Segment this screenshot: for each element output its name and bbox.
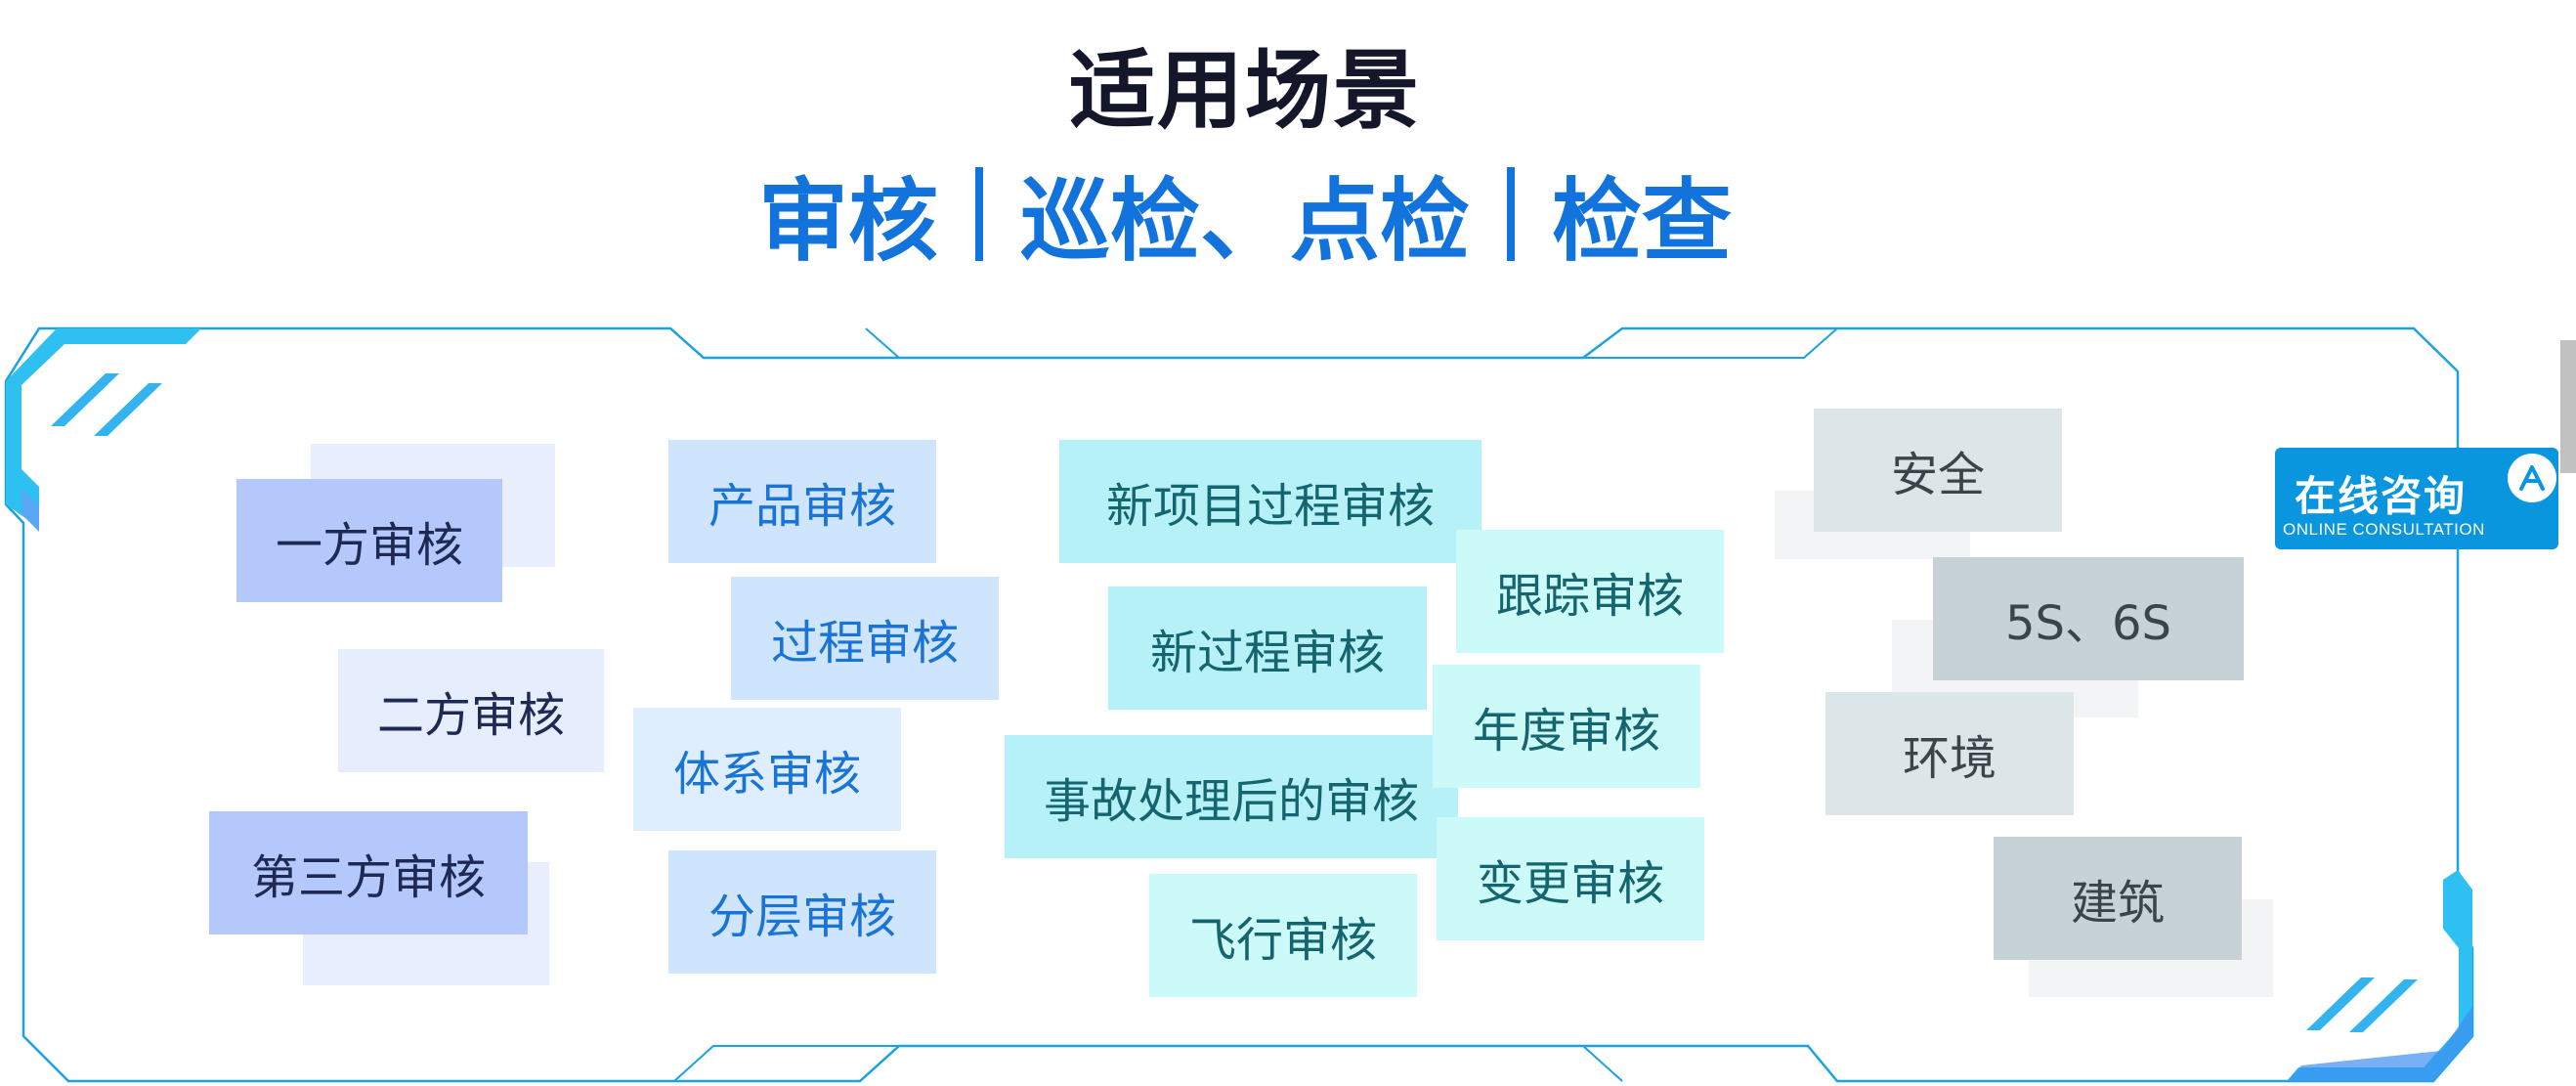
subtitle-audit: 审核 xyxy=(757,169,938,274)
subtitle-check: 检查 xyxy=(1552,169,1733,274)
page-scrollbar-thumb[interactable] xyxy=(2560,340,2576,473)
section-subtitle: 审核 巡检、点检 检查 xyxy=(0,149,2490,279)
section-title: 适用场景 xyxy=(1068,40,1421,141)
subtitle-inspection: 巡检、点检 xyxy=(1019,169,1470,274)
chip-change-audit: 变更审核 xyxy=(1437,817,1704,940)
chip-new-process-audit: 新过程审核 xyxy=(1108,586,1427,710)
chip-product-audit: 产品审核 xyxy=(668,440,936,563)
slash-decor-top-left xyxy=(51,373,162,436)
chip-second-party-audit: 二方审核 xyxy=(338,649,604,772)
chip-annual-audit: 年度审核 xyxy=(1433,665,1700,788)
slash-decor-bottom-right xyxy=(2306,977,2418,1032)
scenario-frame xyxy=(4,326,2474,1083)
chip-post-incident-audit: 事故处理后的审核 xyxy=(1005,735,1458,858)
chip-follow-up-audit: 跟踪审核 xyxy=(1456,530,1724,653)
subtitle-separator xyxy=(974,166,983,261)
chip-unannounced-audit: 飞行审核 xyxy=(1149,874,1417,997)
chip-safety: 安全 xyxy=(1814,409,2062,532)
chat-icon xyxy=(2508,454,2556,502)
consult-label: 在线咨询 xyxy=(2295,472,2468,520)
chip-5s-6s: 5S、6S xyxy=(1933,557,2244,680)
chip-environment: 环境 xyxy=(1825,692,2074,815)
chip-layered-audit: 分层审核 xyxy=(668,850,936,974)
chip-new-project-process-audit: 新项目过程审核 xyxy=(1059,440,1481,563)
consult-label-en: ONLINE CONSULTATION xyxy=(2283,520,2485,539)
chip-third-party-audit: 第三方审核 xyxy=(209,811,528,934)
chip-system-audit: 体系审核 xyxy=(633,708,901,831)
chip-construction: 建筑 xyxy=(1994,837,2242,960)
subtitle-separator xyxy=(1507,166,1515,261)
corner-accent-bottom-right xyxy=(2287,870,2472,1081)
online-consultation-button[interactable]: 在线咨询 ONLINE CONSULTATION xyxy=(2275,448,2558,549)
chip-process-audit: 过程审核 xyxy=(731,577,999,700)
chip-first-party-audit: 一方审核 xyxy=(236,479,502,602)
